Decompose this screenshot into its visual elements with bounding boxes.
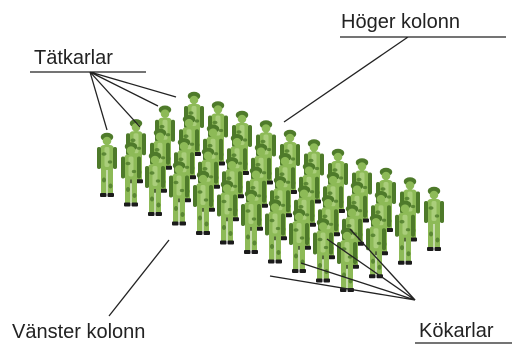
front-men-leader-2 <box>89 71 141 128</box>
soldier <box>241 189 261 254</box>
soldier <box>424 186 444 251</box>
soldier <box>270 176 290 241</box>
left-column-leader <box>108 239 170 317</box>
rear-men-leader-3 <box>300 262 416 301</box>
rear-men-leader-2 <box>326 238 416 301</box>
front-men-label: Tätkarlar <box>34 47 113 69</box>
soldier <box>121 142 141 207</box>
left-column-label: Vänster kolonn <box>12 321 146 343</box>
right-column-label: Höger kolonn <box>341 11 460 33</box>
leader-lines <box>30 36 512 344</box>
soldier <box>265 199 285 264</box>
soldier <box>193 170 213 235</box>
soldier <box>145 151 165 216</box>
soldier <box>97 132 117 197</box>
soldier <box>217 180 237 245</box>
soldier <box>289 208 309 273</box>
soldier <box>366 214 386 279</box>
soldier <box>169 161 189 226</box>
soldiers-group <box>97 91 444 292</box>
front-men-leader-4 <box>89 71 177 98</box>
front-men-leader-3 <box>89 71 159 107</box>
right-column-leader <box>283 36 409 123</box>
rear-men-leader-4 <box>269 275 416 301</box>
rear-men-leader-1 <box>349 228 416 301</box>
rear-men-label: Kökarlar <box>419 320 494 342</box>
front-men-leader-1 <box>89 71 108 131</box>
soldier <box>313 218 333 283</box>
soldier <box>395 200 415 265</box>
